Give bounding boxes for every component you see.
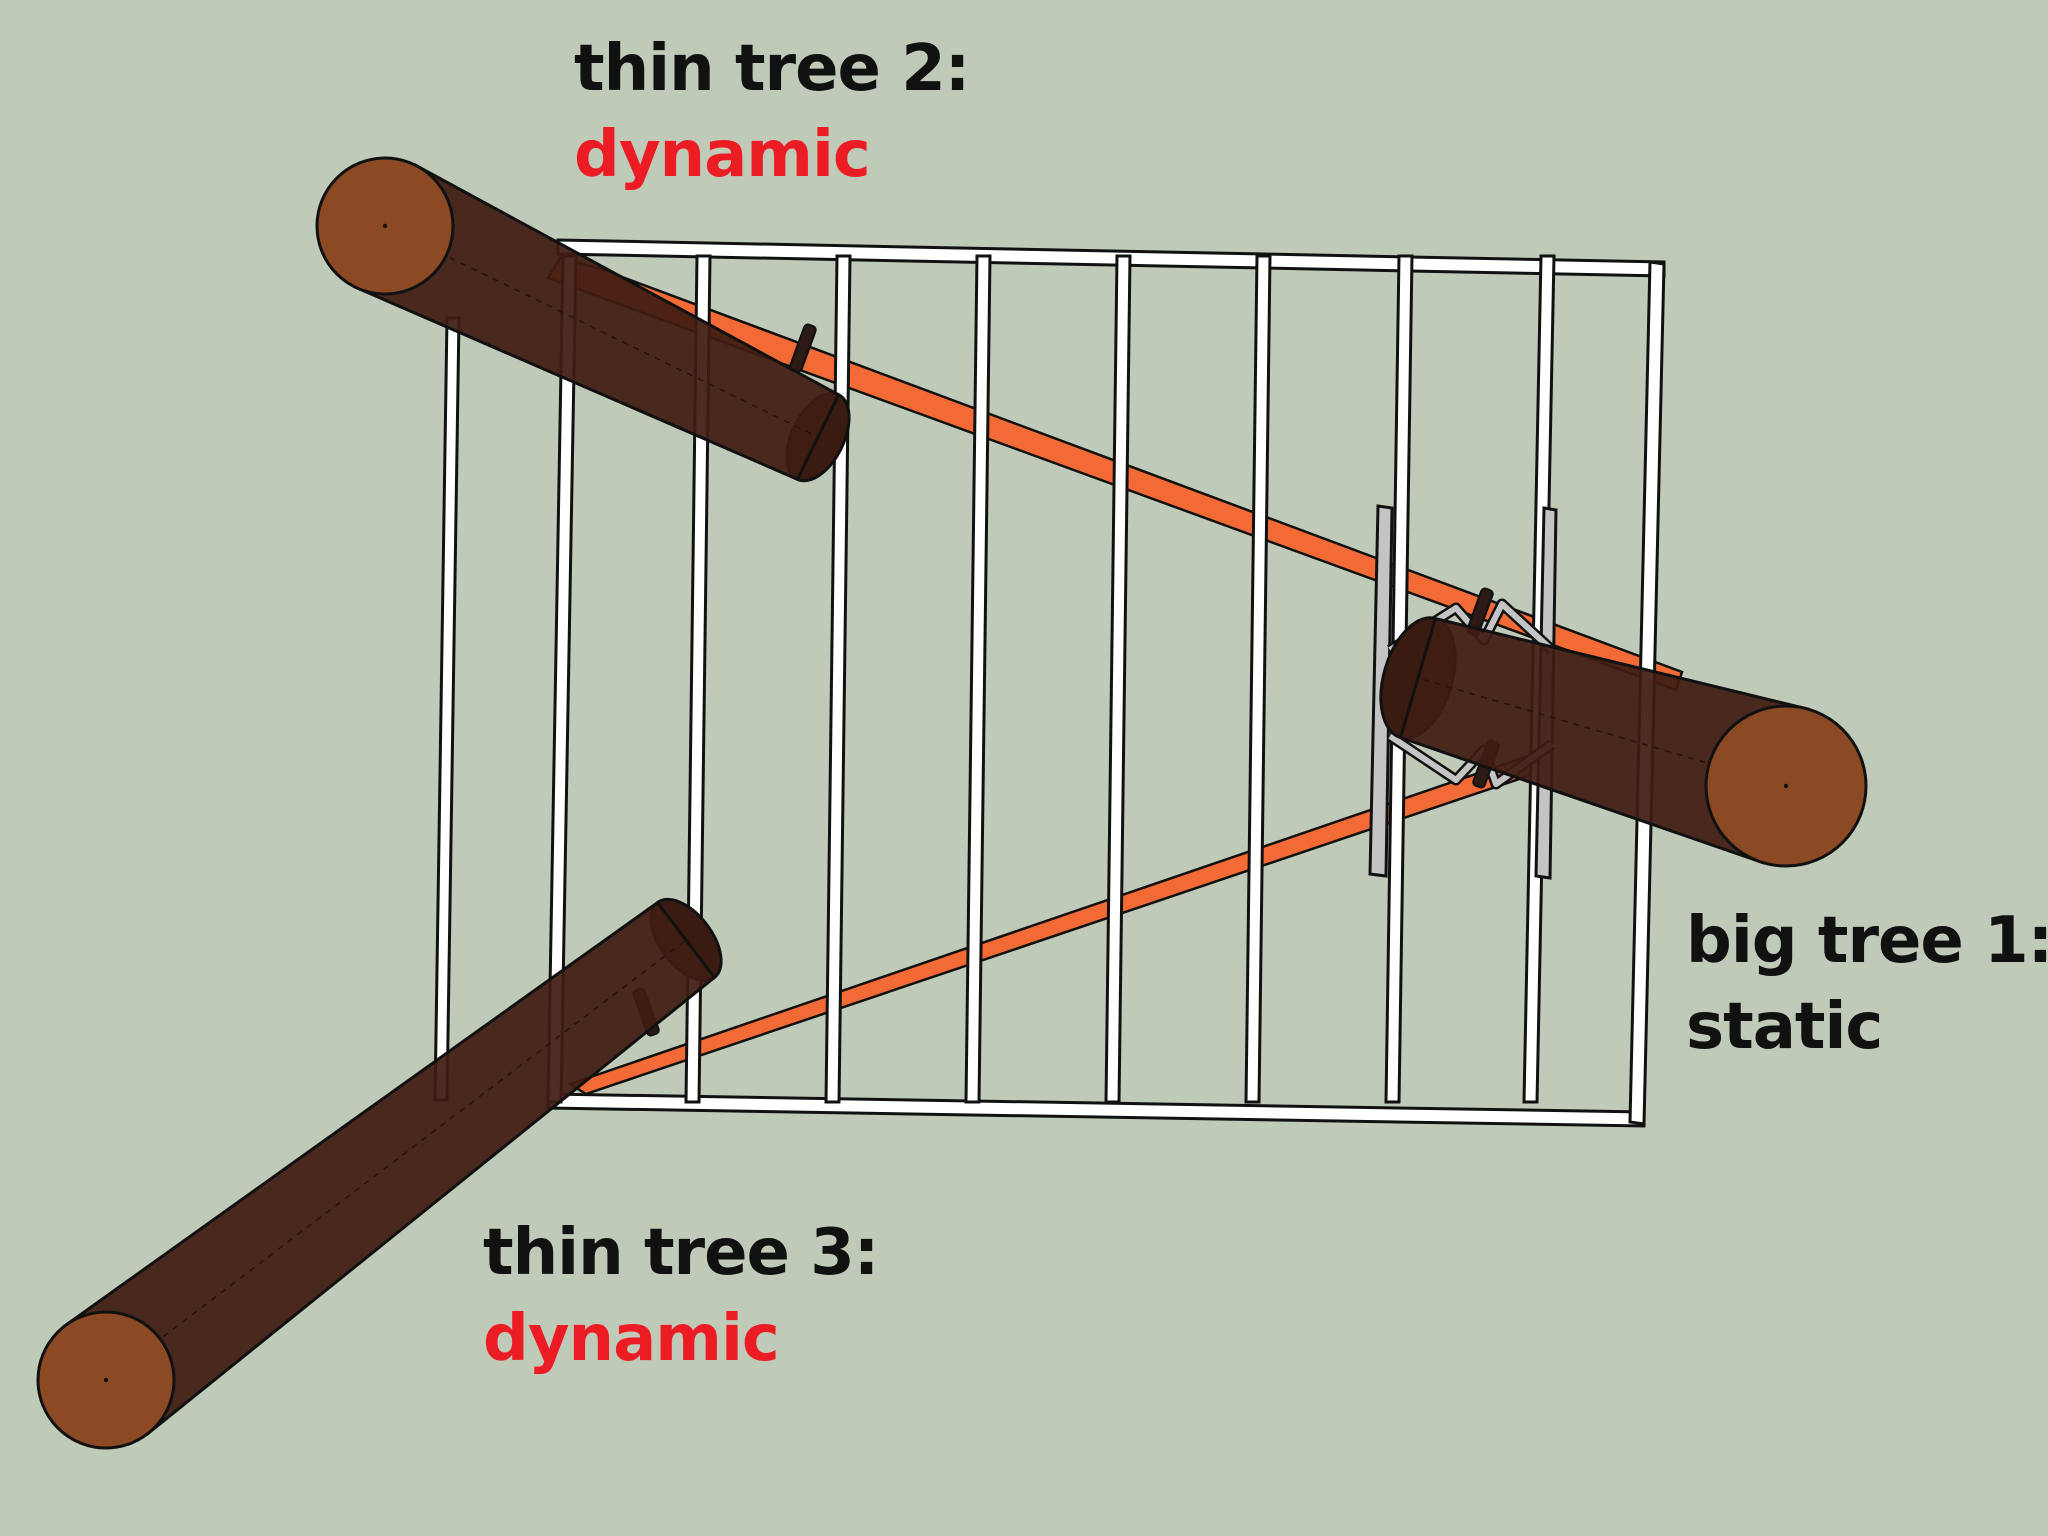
label-thin-tree-2-name: thin tree 2: bbox=[574, 32, 970, 106]
log-axis bbox=[105, 939, 687, 1381]
frame-joist bbox=[684, 254, 712, 1104]
log-thin-tree-3 bbox=[36, 897, 723, 1450]
log-big-tree-1 bbox=[1379, 616, 1868, 868]
log-center-dot bbox=[103, 1377, 109, 1383]
frame-joist bbox=[964, 254, 992, 1104]
log-thin-tree-2 bbox=[315, 156, 851, 483]
frame-joist bbox=[1244, 254, 1272, 1104]
label-big-tree-1-state: static bbox=[1686, 990, 1883, 1064]
log-center-dot bbox=[382, 223, 388, 229]
frame-joists bbox=[546, 254, 1556, 1104]
log-center-dot bbox=[1783, 783, 1789, 789]
label-big-tree-1: big tree 1: static bbox=[1686, 898, 2048, 1070]
frame-joist bbox=[1104, 254, 1132, 1104]
tree-logs bbox=[36, 156, 1868, 1450]
label-thin-tree-2: thin tree 2: dynamic bbox=[574, 26, 970, 198]
log-axis bbox=[384, 225, 819, 438]
label-thin-tree-3: thin tree 3: dynamic bbox=[483, 1210, 879, 1382]
label-thin-tree-2-state: dynamic bbox=[574, 118, 871, 192]
label-thin-tree-3-state: dynamic bbox=[483, 1302, 780, 1376]
frame-joist bbox=[824, 254, 852, 1104]
label-big-tree-1-name: big tree 1: bbox=[1686, 904, 2048, 978]
label-thin-tree-3-name: thin tree 3: bbox=[483, 1216, 879, 1290]
